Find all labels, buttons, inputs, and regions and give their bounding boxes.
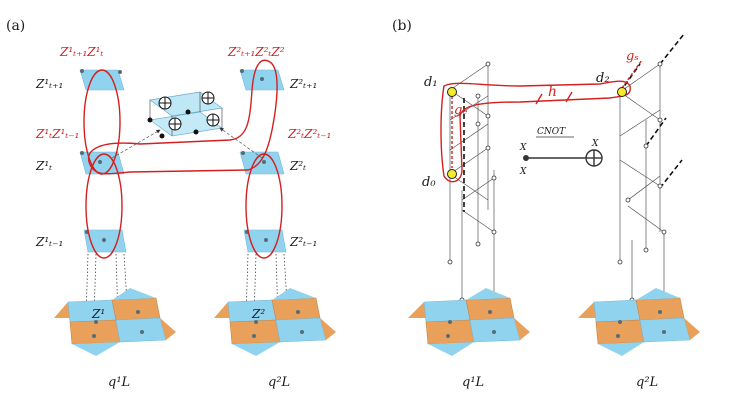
label-d0: d₀ [422, 175, 436, 190]
detector-d1 [447, 87, 457, 97]
label-a-mid-left: Z¹ₜZ¹ₜ₋₁ [35, 127, 79, 141]
panel-b-tag: (b) [392, 18, 412, 34]
label-a-row-tp1-left: Z¹ₜ₊₁ [35, 77, 63, 91]
surface-code-b-right [578, 288, 700, 356]
label-d2: d₂ [596, 71, 610, 86]
label-a-row-tm1-right: Z²ₜ₋₁ [289, 235, 317, 249]
label-b-qubit-left: q¹L [462, 375, 484, 390]
decoding-lattice-right [617, 33, 685, 303]
loop-bridge [87, 59, 278, 175]
plaquette-left-tp1 [79, 69, 125, 91]
loop-left-lower [85, 153, 123, 259]
label-a-code-left: Z¹ [91, 307, 105, 321]
surface-code-a-left [54, 288, 176, 356]
decoding-lattice-left [447, 61, 497, 303]
detector-d2 [617, 87, 627, 97]
label-a-code-right: Z² [251, 307, 265, 321]
label-a-mid-right: Z²ₜZ²ₜ₋₁ [287, 127, 331, 141]
gs-link [621, 59, 643, 89]
label-x-target: X [591, 139, 599, 149]
label-d1: d₁ [424, 75, 438, 90]
path-tick-2 [565, 91, 573, 103]
panel-a-tag: (a) [6, 18, 25, 34]
decoding-path [440, 80, 631, 183]
label-ge: gₑ [454, 103, 467, 118]
label-a-row-t-right: Z²ₜ [289, 159, 306, 173]
cnot-cube [111, 91, 263, 159]
label-a-qubit-left: q¹L [108, 375, 130, 390]
label-cnot: CNOT [537, 127, 566, 137]
label-a-row-t-left: Z¹ₜ [35, 159, 52, 173]
path-tick-1 [535, 93, 543, 105]
label-gs: gₛ [626, 49, 639, 64]
plaquette-right-tp1 [239, 69, 285, 91]
label-a-top-left: Z¹ₜ₊₁Z¹ₜ [59, 45, 103, 59]
label-a-row-tm1-left: Z¹ₜ₋₁ [35, 235, 63, 249]
detector-d0 [447, 169, 457, 179]
label-b-qubit-right: q²L [636, 375, 658, 390]
surface-code-b-left [408, 288, 530, 356]
label-x-control-out: X [519, 167, 527, 177]
label-a-qubit-right: q²L [268, 375, 290, 390]
label-x-control: X [519, 143, 527, 153]
label-a-row-tp1-right: Z²ₜ₊₁ [289, 77, 317, 91]
surface-code-a-right [214, 288, 336, 356]
cnot-symbol [523, 136, 603, 167]
label-h: h [548, 84, 557, 100]
label-a-top-right: Z²ₜ₊₁Z²ₜZ² [227, 45, 285, 59]
